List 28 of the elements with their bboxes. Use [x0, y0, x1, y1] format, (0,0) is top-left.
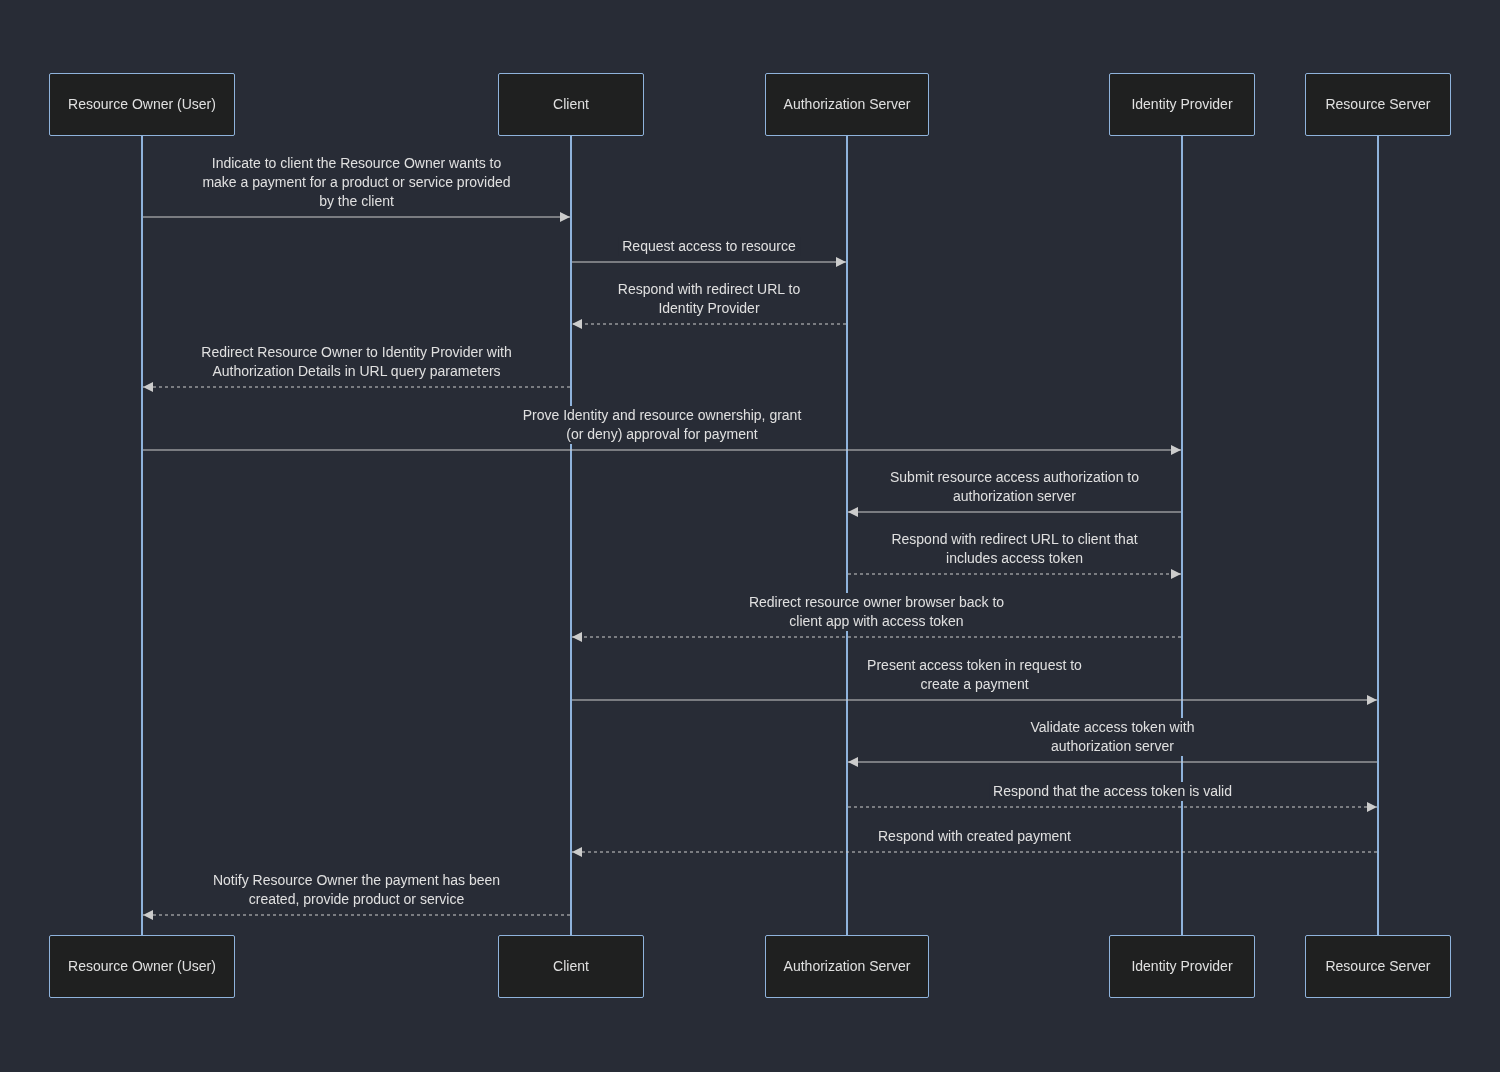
message-arrow: [847, 757, 1378, 767]
lifeline: [1181, 136, 1183, 935]
message-arrow: [847, 569, 1182, 579]
participant-box: Resource Owner (User): [49, 935, 235, 998]
participant-box: Resource Server: [1305, 935, 1451, 998]
participant-box: Client: [498, 935, 644, 998]
participant-box: Identity Provider: [1109, 73, 1255, 136]
lifeline: [846, 136, 848, 935]
lifeline: [570, 136, 572, 935]
lifeline: [1377, 136, 1379, 935]
participant-box: Authorization Server: [765, 935, 929, 998]
participant-box: Identity Provider: [1109, 935, 1255, 998]
lifeline: [141, 136, 143, 935]
message-arrow: [847, 802, 1378, 812]
message-arrow: [847, 507, 1182, 517]
message-arrow: [571, 257, 847, 267]
participant-box: Resource Owner (User): [49, 73, 235, 136]
message-arrow: [571, 847, 1378, 857]
message-arrow: [571, 319, 847, 329]
participant-box: Client: [498, 73, 644, 136]
message-arrow: [571, 695, 1378, 705]
message-arrow: [142, 445, 1182, 455]
message-arrow: [571, 632, 1182, 642]
message-arrow: [142, 910, 571, 920]
message-arrow: [142, 382, 571, 392]
participant-box: Resource Server: [1305, 73, 1451, 136]
participant-box: Authorization Server: [765, 73, 929, 136]
message-arrow: [142, 212, 571, 222]
